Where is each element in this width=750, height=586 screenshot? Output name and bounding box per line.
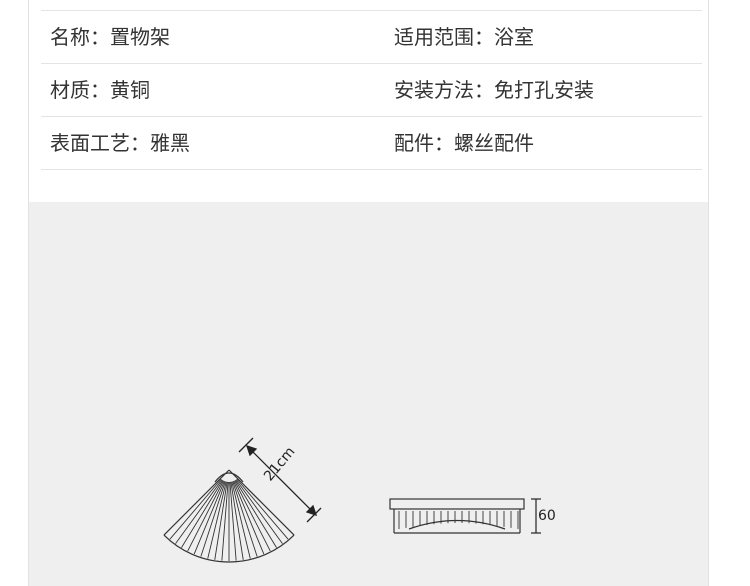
height-dimension-label: 60 xyxy=(538,508,556,524)
side-top-plate xyxy=(389,498,525,510)
dimension-drawing xyxy=(163,437,541,563)
fan-rod xyxy=(181,479,224,548)
width-dimension-line xyxy=(238,437,322,523)
dimension-diagram-panel: 21cm 60 xyxy=(29,202,708,586)
spec-accessories: 配件：螺丝配件 xyxy=(394,131,534,155)
fan-outer-arc xyxy=(163,534,295,563)
fan-rod xyxy=(187,480,224,552)
fan-rod xyxy=(229,481,237,561)
fan-rod xyxy=(234,480,271,552)
spec-table: 名称：置物架 适用范围：浴室 材质：黄铜 安装方法：免打孔安装 表面工艺：雅黑 … xyxy=(41,0,702,170)
spec-name: 名称：置物架 xyxy=(50,25,170,49)
fan-rod xyxy=(214,481,228,560)
fan-rod xyxy=(234,479,277,548)
fan-rod xyxy=(207,481,227,559)
shelf-side-view-drawing xyxy=(389,498,525,534)
product-spec-section: 名称：置物架 适用范围：浴室 材质：黄铜 安装方法：免打孔安装 表面工艺：雅黑 … xyxy=(28,0,709,586)
fan-rod xyxy=(200,481,226,557)
fan-rod xyxy=(235,479,283,544)
spec-install-method: 安装方法：免打孔安装 xyxy=(394,78,594,102)
fan-rod xyxy=(193,480,225,555)
shelf-top-view-drawing xyxy=(163,469,295,563)
side-curve xyxy=(408,519,506,530)
fan-mount-bracket xyxy=(214,472,244,483)
spec-material: 材质：黄铜 xyxy=(50,78,150,102)
spec-row: 表面工艺：雅黑 配件：螺丝配件 xyxy=(41,116,702,170)
fan-rod xyxy=(221,481,229,561)
fan-rod xyxy=(233,480,265,555)
fan-rod xyxy=(236,478,289,540)
fan-rod xyxy=(169,478,222,540)
fan-rod xyxy=(232,481,258,557)
spec-row: 材质：黄铜 安装方法：免打孔安装 xyxy=(41,63,702,116)
fan-rod xyxy=(175,479,223,544)
spec-surface-finish: 表面工艺：雅黑 xyxy=(50,131,190,155)
fan-rod xyxy=(230,481,244,560)
spec-row: 名称：置物架 适用范围：浴室 xyxy=(41,10,702,63)
fan-rod xyxy=(231,481,251,559)
height-dimension-line xyxy=(531,498,541,534)
spec-usage-scope: 适用范围：浴室 xyxy=(394,25,534,49)
fan-edge xyxy=(163,469,230,536)
fan-edge xyxy=(228,469,295,536)
